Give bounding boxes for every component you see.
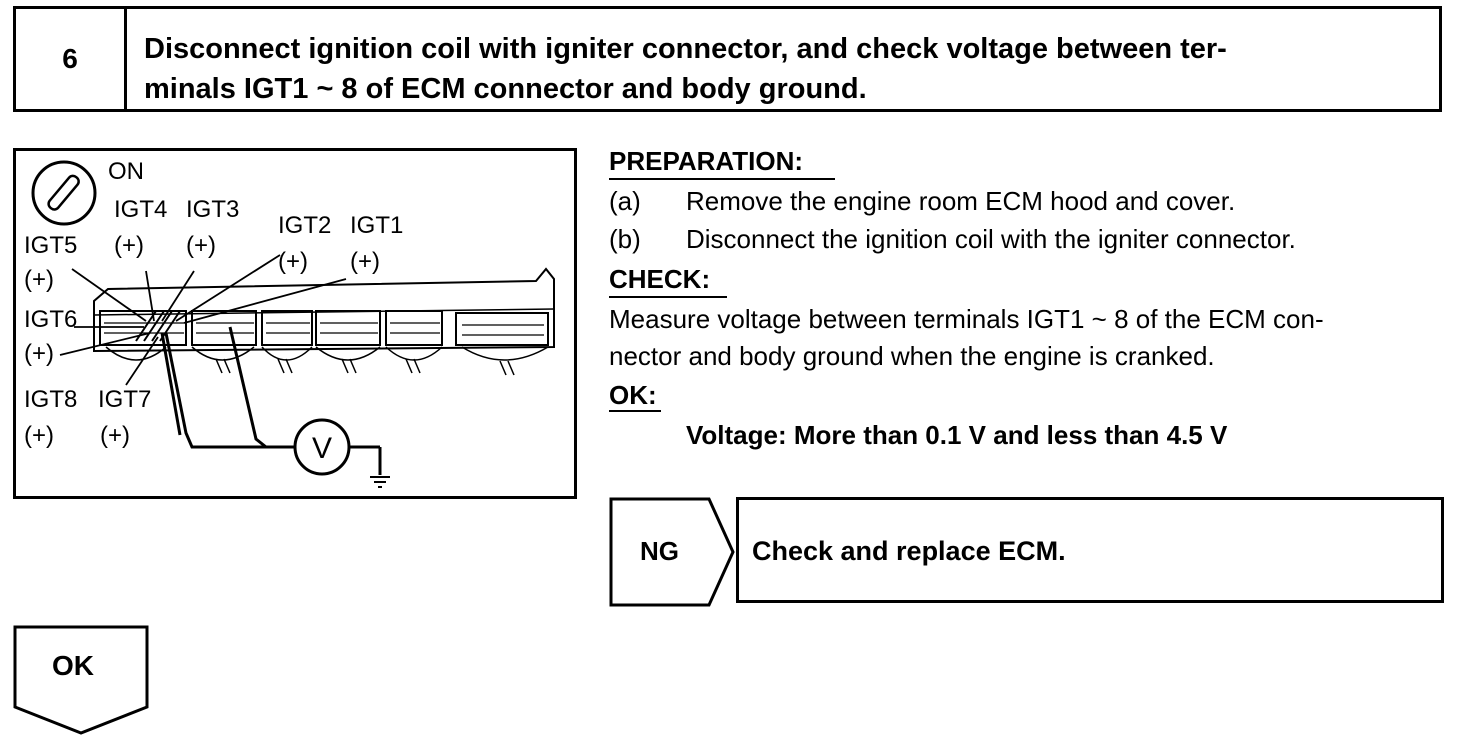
ng-label: NG: [640, 536, 679, 566]
ok-arrow-icon: [13, 625, 149, 735]
igt6-label: IGT6: [24, 306, 78, 333]
preparation-item-a-marker: (a): [609, 186, 641, 216]
ignition-switch-icon: [31, 160, 97, 226]
step-title-line-2: minals IGT1 ~ 8 of ECM connector and bod…: [144, 73, 867, 105]
voltmeter-icon: V: [293, 418, 351, 476]
igt4-label: IGT4: [114, 196, 168, 223]
switch-on-label: ON: [108, 158, 144, 185]
preparation-item-a-text: Remove the engine room ECM hood and cove…: [686, 186, 1236, 216]
ecm-connector-icon: [93, 267, 555, 376]
step-number: 6: [16, 9, 127, 109]
igt7-polarity: (+): [100, 422, 130, 449]
check-text-line-1: Measure voltage between terminals IGT1 ~…: [609, 304, 1324, 334]
igt7-label: IGT7: [98, 386, 152, 413]
igt5-label: IGT5: [24, 232, 78, 259]
igt6-polarity: (+): [24, 340, 54, 367]
voltmeter-symbol: V: [312, 432, 332, 465]
step-title-line-1: Disconnect ignition coil with igniter co…: [144, 33, 1227, 65]
igt4-polarity: (+): [114, 232, 144, 259]
ok-label: OK: [52, 650, 94, 681]
ng-action-text: Check and replace ECM.: [752, 536, 1066, 566]
step-title: Disconnect ignition coil with igniter co…: [144, 29, 1434, 109]
igt1-polarity: (+): [350, 248, 380, 275]
ok-spec-heading-underline: [609, 410, 661, 412]
step-header: 6 Disconnect ignition coil with igniter …: [13, 6, 1442, 112]
igt2-polarity: (+): [278, 248, 308, 275]
preparation-item-b-marker: (b): [609, 224, 641, 254]
igt3-label: IGT3: [186, 196, 240, 223]
ok-spec-heading: OK:: [609, 380, 657, 410]
igt8-polarity: (+): [24, 422, 54, 449]
igt5-polarity: (+): [24, 266, 54, 293]
preparation-heading-underline: [609, 178, 835, 180]
igt2-label: IGT2: [278, 212, 332, 239]
preparation-heading: PREPARATION:: [609, 146, 804, 176]
igt1-label: IGT1: [350, 212, 404, 239]
ng-arrow-icon: [609, 497, 735, 607]
igt8-label: IGT8: [24, 386, 78, 413]
check-heading: CHECK:: [609, 264, 711, 294]
check-text-line-2: nector and body ground when the engine i…: [609, 341, 1215, 371]
ground-icon: [370, 476, 390, 488]
ng-action-box: Check and replace ECM.: [736, 497, 1444, 603]
ok-spec-value: Voltage: More than 0.1 V and less than 4…: [686, 420, 1228, 450]
igt3-polarity: (+): [186, 232, 216, 259]
diagram-drawing: V: [31, 160, 555, 488]
check-heading-underline: [609, 296, 727, 298]
ecm-connector-diagram: V ON IGT4 IGT3 IGT2 IGT1 IGT5 (+) (+) (+…: [13, 148, 577, 499]
test-leads: [160, 326, 382, 475]
preparation-item-b-text: Disconnect the ignition coil with the ig…: [686, 224, 1296, 254]
terminal-leader-lines: [59, 254, 347, 386]
